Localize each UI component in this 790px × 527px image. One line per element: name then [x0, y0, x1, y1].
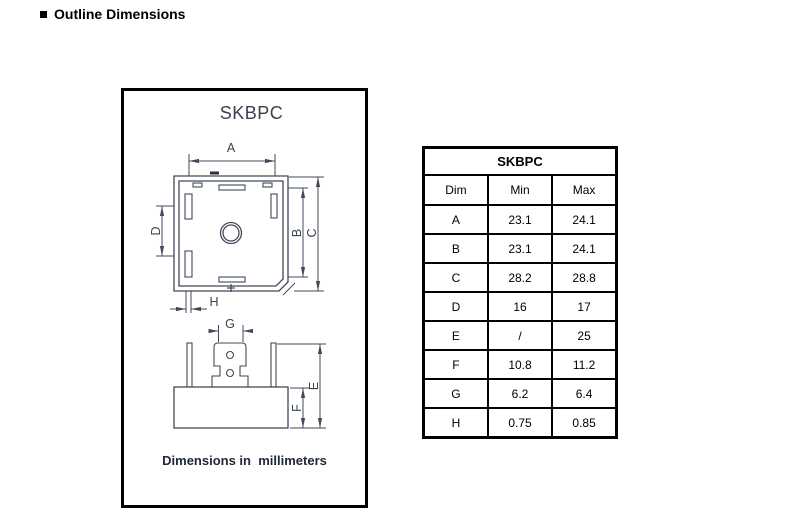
cell-dim: F	[422, 349, 489, 380]
dimension-labels: A B C D H G E F	[149, 141, 321, 412]
mounting-hole-inner	[222, 224, 240, 242]
dim-label-d: D	[149, 226, 163, 235]
right-pin	[270, 342, 277, 388]
dim-label-a: A	[227, 141, 236, 155]
cell-dim: D	[422, 291, 489, 322]
cell-max: 6.4	[551, 378, 618, 409]
left-top-slot	[184, 193, 193, 220]
dim-label-b: B	[290, 229, 304, 237]
cell-dim: G	[422, 378, 489, 409]
top-view	[173, 171, 296, 296]
cell-max: 11.2	[551, 349, 618, 380]
bottom-slot	[218, 276, 246, 283]
left-bottom-slot	[184, 250, 193, 278]
table-row: A 23.1 24.1	[422, 204, 618, 235]
chamfer-tick	[282, 282, 296, 296]
cell-max: 24.1	[551, 233, 618, 264]
cell-dim: C	[422, 262, 489, 293]
tab-hole-lower	[225, 368, 235, 378]
col-header-dim: Dim	[422, 174, 489, 206]
dim-label-h: H	[209, 295, 218, 309]
table-title: SKBPC	[422, 146, 618, 176]
col-header-min: Min	[486, 174, 554, 206]
mounting-hole-outer	[219, 221, 243, 245]
body-inner-outline	[178, 180, 284, 287]
cell-min: 23.1	[486, 233, 554, 264]
dim-label-f: F	[290, 404, 304, 412]
right-top-slot	[270, 193, 278, 219]
left-pin	[186, 342, 193, 388]
top-slot	[218, 184, 246, 191]
table-row: H 0.75 0.85	[422, 407, 618, 439]
dim-label-g: G	[225, 317, 235, 331]
body-side	[173, 386, 289, 429]
cell-max: 24.1	[551, 204, 618, 235]
figure-title: SKBPC	[219, 103, 284, 123]
cell-max: 0.85	[551, 407, 618, 439]
section-title: Outline Dimensions	[40, 6, 185, 22]
cell-max: 28.8	[551, 262, 618, 293]
side-view	[173, 342, 289, 429]
dim-label-c: C	[305, 228, 319, 237]
dim-label-e: E	[307, 382, 321, 390]
dimensions-table: SKBPC Dim Min Max A 23.1 24.1 B 23.1 24.…	[422, 146, 618, 439]
cell-dim: A	[422, 204, 489, 235]
figure-frame	[121, 88, 368, 508]
cell-min: 6.2	[486, 378, 554, 409]
table-row: F 10.8 11.2	[422, 349, 618, 380]
cell-max: 25	[551, 320, 618, 351]
cell-min: 23.1	[486, 204, 554, 235]
cell-dim: E	[422, 320, 489, 351]
tab-hole-upper	[225, 350, 235, 360]
top-left-notch	[192, 182, 203, 188]
top-right-notch	[262, 182, 273, 188]
cell-max: 17	[551, 291, 618, 322]
cell-min: 0.75	[486, 407, 554, 439]
polarity-plus-mark	[227, 284, 235, 292]
cell-min: 28.2	[486, 262, 554, 293]
table-row: C 28.2 28.8	[422, 262, 618, 293]
section-title-text: Outline Dimensions	[54, 6, 186, 22]
cell-min: 10.8	[486, 349, 554, 380]
cell-min: /	[486, 320, 554, 351]
center-tab	[211, 342, 249, 388]
cell-dim: H	[422, 407, 489, 439]
cell-min: 16	[486, 291, 554, 322]
table-row: B 23.1 24.1	[422, 233, 618, 264]
table-row: D 16 17	[422, 291, 618, 322]
bullet-square-icon	[40, 10, 47, 18]
table-row: G 6.2 6.4	[422, 378, 618, 409]
table-row: E / 25	[422, 320, 618, 351]
col-header-max: Max	[551, 174, 618, 206]
figure-caption: Dimensions in millimeters	[162, 453, 327, 468]
cell-dim: B	[422, 233, 489, 264]
body-outline	[173, 175, 289, 292]
